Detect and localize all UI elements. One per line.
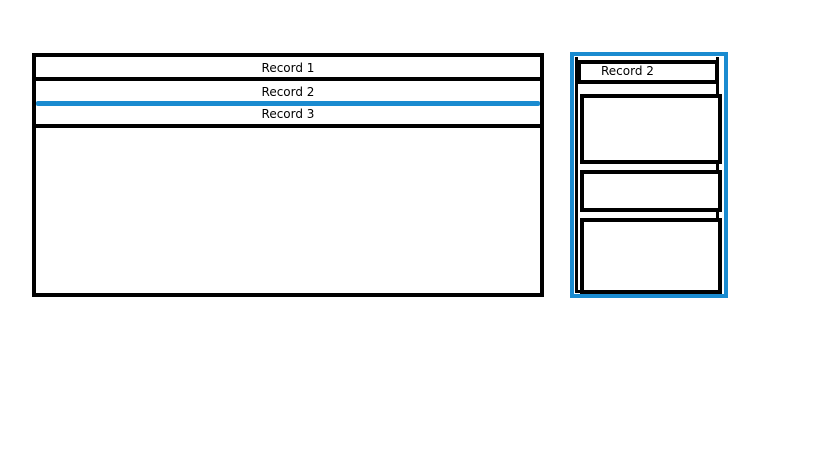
detail-field-block-1[interactable] [580,94,722,164]
row-divider [36,77,540,81]
detail-record-title: Record 2 [577,60,719,84]
record-row-2[interactable]: Record 2 [261,85,315,99]
records-list-panel: Record 1 Record 2 Record 3 [32,53,544,297]
detail-field-block-3[interactable] [580,218,722,294]
selected-row-indicator [36,101,540,106]
detail-field-block-2[interactable] [580,170,722,212]
record-row-1[interactable]: Record 1 [261,61,315,75]
row-divider [36,124,540,128]
record-row-3[interactable]: Record 3 [261,107,315,121]
record-detail-panel: Record 2 [570,52,728,298]
